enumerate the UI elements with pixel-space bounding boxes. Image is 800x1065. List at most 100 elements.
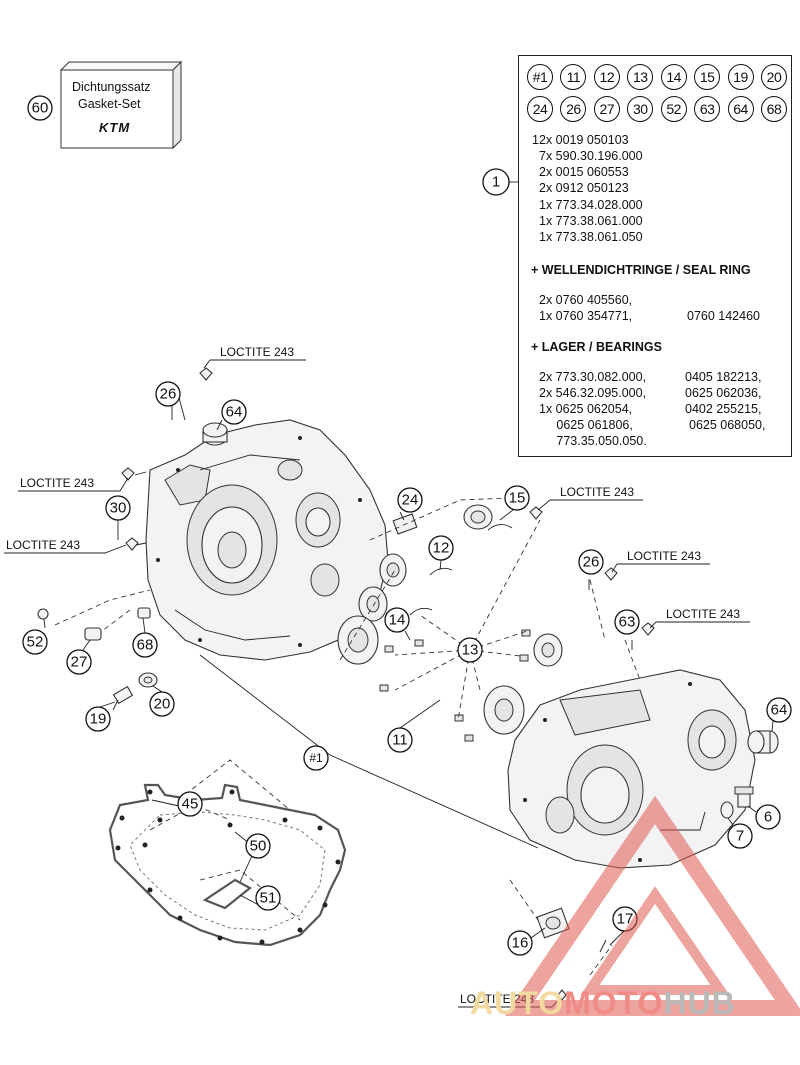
svg-text:60: 60	[32, 100, 49, 117]
callout-13: 13	[457, 637, 483, 663]
svg-text:50: 50	[250, 838, 267, 855]
bearing-line: 2x 773.30.082.000,	[539, 370, 647, 384]
bearing-line: 0625 061806,	[539, 418, 633, 432]
callout-24: 24	[397, 487, 423, 513]
callout-7: 7	[727, 823, 753, 849]
gasket-set-line2: Gasket-Set	[78, 97, 141, 111]
badge: 15	[694, 64, 721, 90]
svg-text:17: 17	[617, 911, 634, 928]
callout-leaders	[43, 181, 774, 946]
svg-text:30: 30	[110, 500, 127, 517]
loctite-label-4: LOCTITE 243	[537, 485, 643, 511]
bearing-line-right: 0625 068050,	[689, 418, 766, 432]
crankcase-gasket	[108, 783, 347, 947]
seal-ring-heading: + WELLENDICHTRINGE / SEAL RING	[531, 263, 751, 277]
svg-text:64: 64	[226, 404, 243, 421]
callout-15: 15	[504, 485, 530, 511]
callout-14: 14	[384, 607, 410, 633]
callout-50: 50	[245, 833, 271, 859]
svg-text:LOCTITE 243: LOCTITE 243	[560, 485, 634, 499]
loctite-labels: LOCTITE 243 LOCTITE 243 LOCTITE 243 LOCT…	[4, 345, 750, 1008]
part-line: 2x 0912 050123	[539, 181, 629, 195]
svg-text:14: 14	[389, 612, 406, 629]
part-line: 12x 0019 050103	[532, 133, 629, 147]
seal-line: 2x 0760 405560,	[539, 293, 633, 307]
bearing-line-right: 0402 255215,	[685, 402, 762, 416]
badge: 64	[727, 96, 754, 122]
svg-text:LOCTITE 243: LOCTITE 243	[627, 549, 701, 563]
part-line: 1x 773.38.061.050	[539, 230, 643, 244]
bearings-and-seals	[337, 504, 563, 742]
part-line: 7x 590.30.196.000	[539, 149, 643, 163]
svg-text:26: 26	[160, 386, 177, 403]
part-line: 2x 0015 060553	[539, 165, 629, 179]
svg-text:52: 52	[27, 634, 44, 651]
loctite-label-2: LOCTITE 243	[18, 476, 129, 492]
badge: 20	[760, 64, 787, 90]
gasket-set-box	[59, 60, 183, 150]
badge: 11	[560, 64, 587, 90]
svg-text:20: 20	[154, 696, 171, 713]
gasket-set-line1: Dichtungssatz	[72, 80, 151, 94]
seal-line-right: 0760 142460	[687, 309, 760, 323]
svg-text:1: 1	[492, 174, 500, 191]
loctite-label-1: LOCTITE 243	[203, 345, 306, 369]
svg-text:24: 24	[402, 492, 419, 509]
callout-11: 11	[387, 727, 413, 753]
svg-text:7: 7	[736, 828, 744, 845]
svg-text:LOCTITE 243: LOCTITE 243	[666, 607, 740, 621]
callout-26-top: 26	[155, 381, 181, 407]
svg-text:51: 51	[260, 890, 277, 907]
badge: 52	[660, 96, 687, 122]
callout-60: 60	[27, 95, 53, 121]
callout-26-right: 26	[578, 549, 604, 575]
badge: 27	[593, 96, 620, 122]
badge-row-1: #1 11 12 13 14 15 19 20	[527, 64, 787, 90]
part-line: 1x 773.38.061.000	[539, 214, 643, 228]
callout-16: 16	[507, 930, 533, 956]
callout-27: 27	[66, 649, 92, 675]
svg-text:63: 63	[619, 614, 636, 631]
bearing-line: 1x 0625 062054,	[539, 402, 633, 416]
svg-text:64: 64	[771, 702, 788, 719]
small-parts-left	[37, 367, 655, 1001]
bearing-line: 773.35.050.050.	[539, 434, 647, 448]
callout-1-ref: #1	[303, 745, 329, 771]
loctite-label-3: LOCTITE 243	[4, 538, 127, 554]
watermark-text: AUTOMOTOHUB	[470, 985, 736, 1022]
svg-text:68: 68	[137, 637, 154, 654]
badge: 68	[760, 96, 787, 122]
callout-63: 63	[614, 609, 640, 635]
callout-45: 45	[177, 791, 203, 817]
seal-line: 1x 0760 354771,	[539, 309, 633, 323]
loctite-label-6: LOCTITE 243	[649, 607, 750, 629]
badge: 24	[527, 96, 553, 122]
watermark-part-3: HUB	[663, 985, 736, 1021]
svg-text:26: 26	[583, 554, 600, 571]
watermark-logo-mark	[504, 795, 800, 1016]
right-crankcase-half	[507, 669, 779, 953]
callout-64-right: 64	[766, 697, 792, 723]
svg-text:LOCTITE 243: LOCTITE 243	[6, 538, 80, 552]
svg-text:16: 16	[512, 935, 529, 952]
badge: 13	[627, 64, 654, 90]
svg-text:6: 6	[764, 809, 772, 826]
svg-text:LOCTITE 243: LOCTITE 243	[220, 345, 294, 359]
bearings-heading: + LAGER / BEARINGS	[531, 340, 662, 354]
parts-info-box: #1 11 12 13 14 15 19 20 24 26 27 30 52 6…	[518, 55, 792, 457]
callout-1: 1	[482, 168, 510, 196]
callout-52: 52	[22, 629, 48, 655]
watermark-part-2: MOTO	[564, 985, 664, 1021]
svg-text:45: 45	[182, 796, 199, 813]
part-line: 1x 773.34.028.000	[539, 198, 643, 212]
badge: 12	[593, 64, 620, 90]
badge: 26	[560, 96, 587, 122]
callout-64-left: 64	[221, 399, 247, 425]
bearing-line-right: 0405 182213,	[685, 370, 762, 384]
svg-text:LOCTITE 243: LOCTITE 243	[20, 476, 94, 490]
bearing-line: 2x 546.32.095.000,	[539, 386, 647, 400]
svg-text:13: 13	[462, 642, 479, 659]
left-crankcase-half	[145, 419, 389, 661]
callout-51: 51	[255, 885, 281, 911]
